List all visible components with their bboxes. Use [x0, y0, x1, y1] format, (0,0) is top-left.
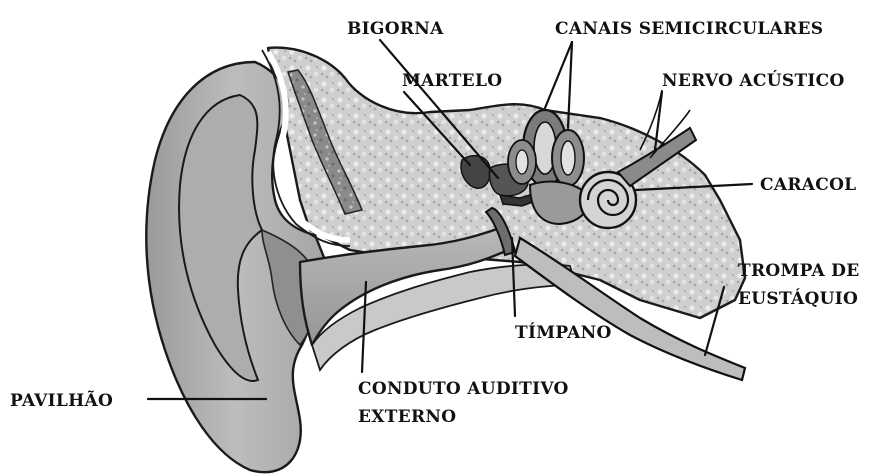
label-conduto-line2: EXTERNO — [358, 407, 456, 427]
label-bigorna: BIGORNA — [347, 19, 444, 39]
leader-canais-a — [545, 42, 572, 108]
label-trompa-line1: TROMPA DE — [738, 261, 859, 281]
label-caracol: CARACOL — [760, 175, 856, 195]
label-nervo-acustico: NERVO ACÚSTICO — [662, 70, 845, 91]
label-timpano: TÍMPANO — [515, 322, 612, 343]
label-canais-semicirculares: CANAIS SEMICIRCULARES — [555, 19, 823, 39]
label-pavilhao: PAVILHÃO — [10, 389, 113, 411]
label-trompa-line2: EUSTÁQUIO — [738, 288, 858, 309]
label-conduto-line1: CONDUTO AUDITIVO — [358, 379, 569, 399]
label-martelo: MARTELO — [402, 71, 502, 91]
